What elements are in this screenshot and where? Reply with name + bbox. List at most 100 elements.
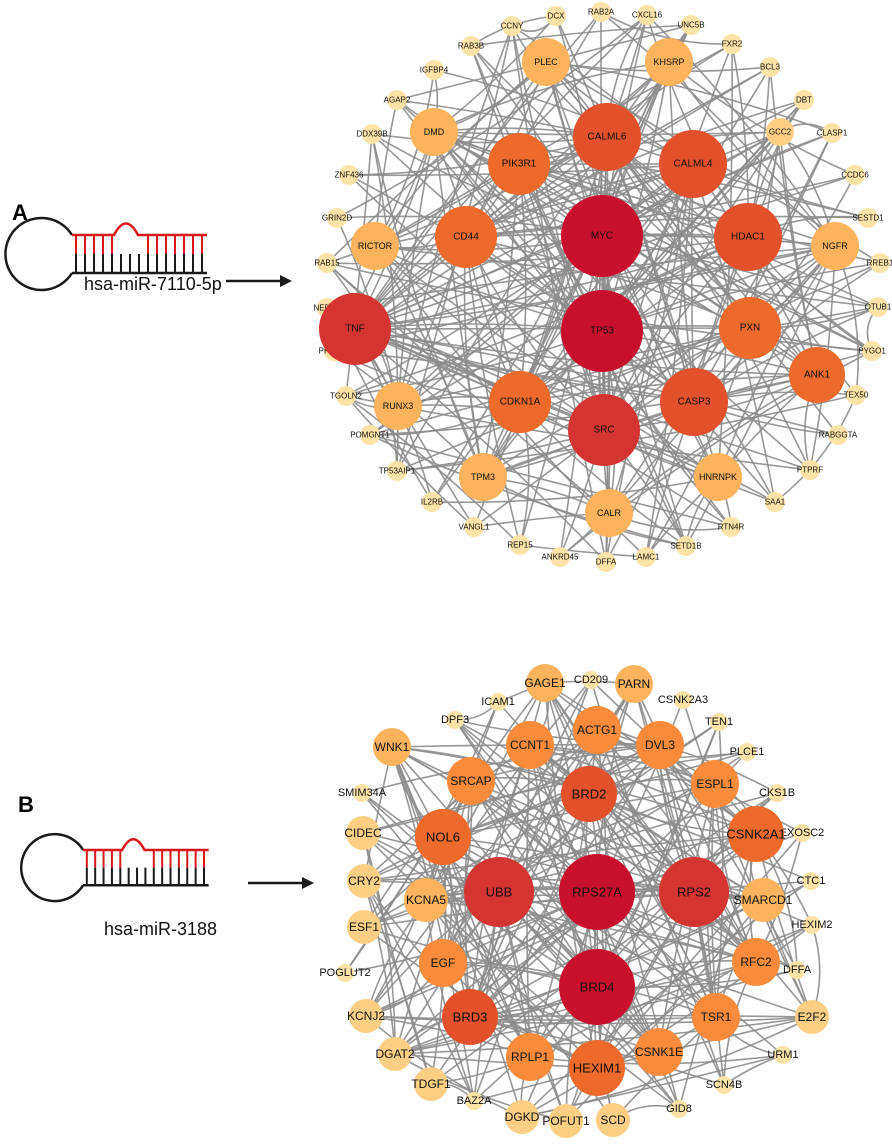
node-grin2d xyxy=(327,208,347,228)
node-label-unc5b: UNC5B xyxy=(677,21,704,30)
node-label-il2rb: IL2RB xyxy=(421,498,443,507)
node-csnk2a3 xyxy=(674,691,692,709)
node-wnk1 xyxy=(373,728,411,766)
node-label-kcnj2: KCNJ2 xyxy=(347,1009,385,1023)
node-label-rabggta: RABGGTA xyxy=(819,431,858,440)
network-edge xyxy=(511,25,607,563)
node-label-csnk2a1: CSNK2A1 xyxy=(726,827,785,842)
node-label-tp53: TP53 xyxy=(590,326,614,337)
node-label-rab2a: RAB2A xyxy=(588,8,615,17)
node-gid8 xyxy=(670,1100,688,1118)
node-ctc1 xyxy=(802,872,820,890)
node-rabggta xyxy=(828,425,848,445)
node-label-lamc1: LAMC1 xyxy=(633,553,660,562)
node-ccny xyxy=(502,16,522,36)
node-otub1 xyxy=(868,297,888,317)
network-edge xyxy=(470,45,605,431)
node-rep15 xyxy=(510,535,530,555)
node-label-pofut1: POFUT1 xyxy=(542,1114,590,1128)
node-label-tnf: TNF xyxy=(345,324,364,335)
node-label-hdac1: HDAC1 xyxy=(731,232,765,243)
node-rreb1 xyxy=(870,253,890,273)
node-label-dmd: DMD xyxy=(424,127,445,137)
node-nol6 xyxy=(415,809,471,865)
network-edge xyxy=(710,783,725,1086)
node-dgat2 xyxy=(378,1037,412,1071)
node-label-khsrp: KHSRP xyxy=(653,57,684,67)
network-edge xyxy=(333,66,771,352)
node-pik3r1 xyxy=(488,133,550,195)
node-label-brd4: BRD4 xyxy=(580,980,615,995)
network-edge xyxy=(374,245,484,478)
node-label-urm1: URM1 xyxy=(767,1049,798,1061)
node-tnf xyxy=(319,293,391,365)
network-edge xyxy=(363,746,393,882)
network-edge xyxy=(678,833,757,1110)
network-edge xyxy=(391,746,475,1102)
node-label-icam1: ICAM1 xyxy=(481,696,515,708)
node-label-dffa: DFFA xyxy=(783,964,812,976)
node-label-calml4: CALML4 xyxy=(674,159,713,170)
node-label-runx3: RUNX3 xyxy=(383,401,414,411)
network-edge xyxy=(465,236,521,546)
network-edge xyxy=(596,832,803,1069)
mirna-hairpin-b-icon xyxy=(19,832,209,903)
mirna-label-a: hsa-miR-7110-5p xyxy=(84,274,222,294)
node-label-csnk2a3: CSNK2A3 xyxy=(658,694,708,706)
node-poglut2 xyxy=(336,964,354,982)
node-rps2 xyxy=(659,857,729,927)
node-label-tdgf1: TDGF1 xyxy=(411,1077,451,1091)
network-edge xyxy=(433,131,484,478)
node-calr xyxy=(585,489,633,537)
node-pomgnt1 xyxy=(360,425,380,445)
node-label-ngfr: NGFR xyxy=(822,241,848,251)
node-cd209 xyxy=(582,671,600,689)
network-edge xyxy=(588,793,812,882)
node-label-vangl1: VANGL1 xyxy=(459,523,491,532)
network-edge xyxy=(397,306,879,407)
node-label-dgkd: DGKD xyxy=(505,1110,540,1124)
panel-letter-b: B xyxy=(18,792,34,817)
network-edge xyxy=(529,744,748,759)
panel-letter-a: A xyxy=(12,200,28,225)
node-sestd1 xyxy=(858,208,878,228)
network-edge xyxy=(354,328,607,563)
node-label-ccnt1: CCNT1 xyxy=(510,738,550,752)
node-dffa xyxy=(596,552,616,572)
node-icam1 xyxy=(489,693,507,711)
node-label-csnk1e: CSNK1E xyxy=(635,1045,683,1059)
node-clasp1 xyxy=(822,123,842,143)
node-label-scn4b: SCN4B xyxy=(706,1079,743,1091)
node-hnrnpk xyxy=(694,453,742,501)
node-label-setd1b: SETD1B xyxy=(670,542,701,551)
node-actg1 xyxy=(573,706,621,754)
node-label-cdkn1a: CDKN1A xyxy=(500,397,541,408)
network-edge xyxy=(470,24,692,47)
node-label-sestd1: SESTD1 xyxy=(852,214,884,223)
node-label-cd209: CD209 xyxy=(574,674,608,686)
node-srcap xyxy=(447,757,495,805)
mirna-label-b: hsa-miR-3188 xyxy=(104,919,217,939)
node-label-tpm3: TPM3 xyxy=(471,472,495,482)
node-csnk1e xyxy=(635,1028,683,1076)
network-edge xyxy=(482,163,520,478)
node-label-brd3: BRD3 xyxy=(453,1010,488,1025)
hairpin-upper-strand xyxy=(83,838,209,852)
node-calml4 xyxy=(659,130,727,198)
network-edge xyxy=(600,11,733,45)
node-hexim2 xyxy=(803,916,821,934)
node-label-rplp1: RPLP1 xyxy=(511,1050,549,1064)
node-kcna5 xyxy=(404,878,448,922)
node-label-tex50: TEX50 xyxy=(844,391,869,400)
node-pofut1 xyxy=(549,1104,583,1138)
node-label-calr: CALR xyxy=(597,508,622,518)
node-tex50 xyxy=(846,385,866,405)
arrow-head xyxy=(302,877,314,889)
node-scn4b xyxy=(715,1076,733,1094)
network-edge xyxy=(396,262,881,472)
mirna-hairpin-a-icon xyxy=(4,216,207,292)
node-label-tsr1: TSR1 xyxy=(701,1010,732,1024)
network-edge xyxy=(685,245,836,547)
node-dvl3 xyxy=(636,721,684,769)
node-esf1 xyxy=(347,910,381,944)
